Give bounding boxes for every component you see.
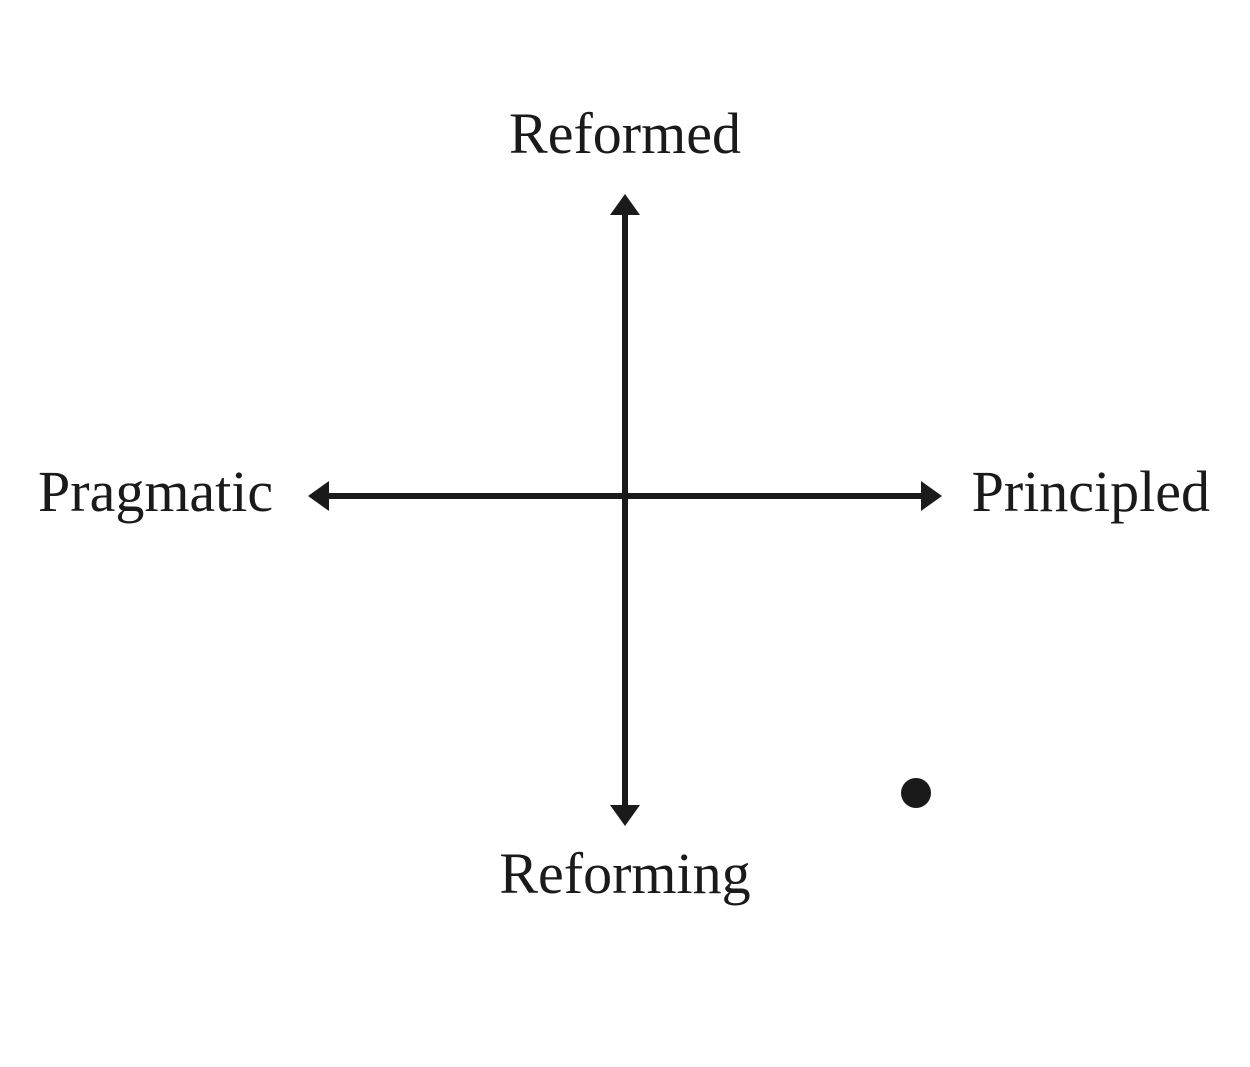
vertical-axis-down-arrowhead xyxy=(610,805,640,826)
axis-label-bottom: Reforming xyxy=(499,841,751,906)
axis-label-top: Reformed xyxy=(509,101,741,166)
vertical-axis-up-arrowhead xyxy=(610,194,640,215)
horizontal-axis-left-arrowhead xyxy=(308,481,329,511)
position-marker xyxy=(901,778,931,808)
axis-label-right: Principled xyxy=(971,459,1210,524)
horizontal-axis-right-arrowhead xyxy=(921,481,942,511)
axis-label-left: Pragmatic xyxy=(38,459,274,524)
